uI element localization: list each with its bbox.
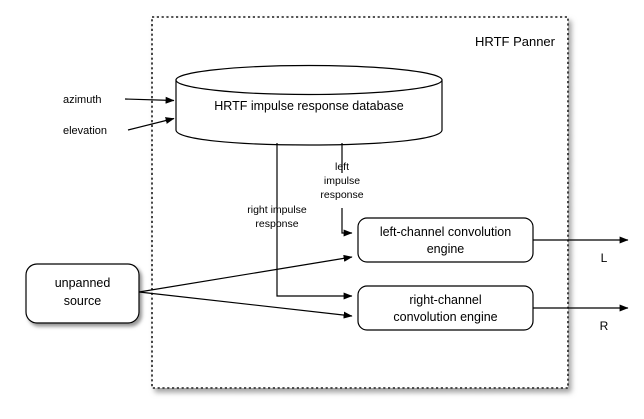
right-output: R [533, 304, 629, 333]
database-body [175, 79, 443, 146]
elevation-label: elevation [63, 125, 107, 137]
unpanned-source-label-line1: unpanned [55, 276, 111, 290]
source-to-left-engine-arrow [138, 254, 353, 293]
left-impulse-label-line3: response [320, 189, 363, 201]
azimuth-arrow [124, 96, 175, 104]
source-to-engines-connectors [138, 254, 353, 319]
left-impulse-path-lower [341, 208, 353, 237]
hrtf-database-node[interactable]: HRTF impulse response database [175, 64, 443, 146]
container-label: HRTF Panner [475, 34, 556, 49]
database-top-ellipse [175, 64, 443, 96]
right-impulse-path [276, 143, 353, 300]
right-impulse-connector: right impulse response [247, 143, 353, 300]
left-engine-label-line1: left-channel convolution [380, 225, 511, 239]
left-impulse-label-line1: left [335, 161, 349, 173]
unpanned-source-box [25, 263, 140, 324]
unpanned-source-label-line2: source [64, 294, 102, 308]
right-engine-label-line1: right-channel [409, 293, 481, 307]
source-to-right-engine-arrow [138, 291, 353, 319]
right-channel-convolution-engine-node[interactable]: right-channel convolution engine [357, 285, 534, 331]
elevation-arrow [127, 117, 175, 131]
left-output: L [533, 236, 629, 265]
left-engine-label-line2: engine [427, 242, 465, 256]
right-impulse-label-line2: response [255, 218, 298, 230]
right-impulse-label-line1: right impulse [247, 204, 307, 216]
input-elevation: elevation [63, 117, 175, 137]
azimuth-label: azimuth [63, 94, 102, 106]
left-output-label: L [601, 251, 608, 265]
database-label: HRTF impulse response database [214, 99, 403, 113]
left-channel-convolution-engine-node[interactable]: left-channel convolution engine [357, 217, 534, 263]
left-impulse-connector: left impulse response [320, 143, 364, 237]
unpanned-source-node[interactable]: unpanned source [25, 263, 140, 324]
right-output-label: R [600, 319, 609, 333]
right-engine-label-line2: convolution engine [393, 310, 497, 324]
input-azimuth: azimuth [63, 94, 175, 106]
left-impulse-label-line2: impulse [324, 175, 360, 187]
